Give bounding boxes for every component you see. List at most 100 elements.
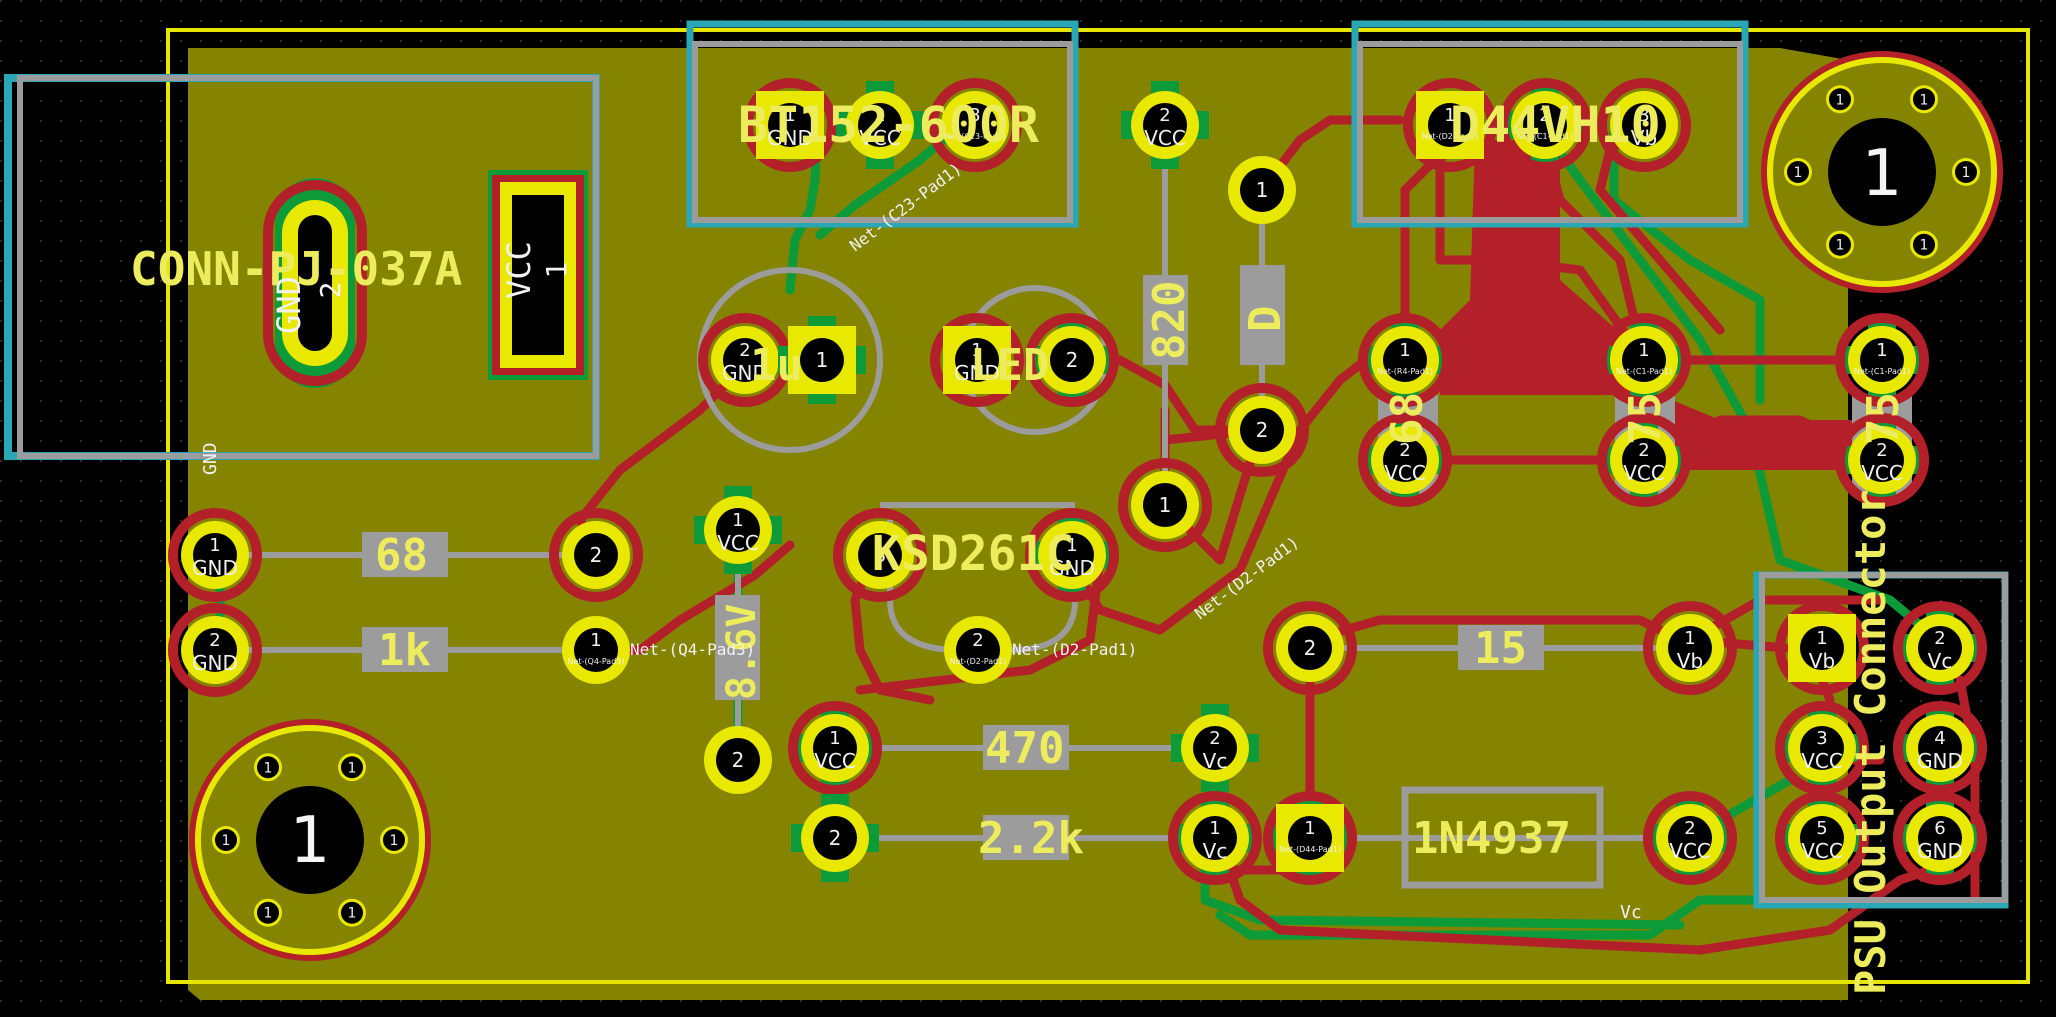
pad-net-name: Net-(D44-Pad1) <box>1279 845 1341 854</box>
pad-net-name: Vc <box>1203 749 1228 773</box>
ref-r15: 15 <box>1474 623 1527 674</box>
pad-12-2[interactable]: 2 <box>791 794 879 882</box>
ref-zener: 8.6V <box>719 604 765 700</box>
pad-number: 2 <box>1209 728 1220 749</box>
conn-vcc-net: VCC <box>500 241 538 299</box>
pad-number: 1 <box>1638 340 1649 361</box>
ref-r1k: 1k <box>378 625 431 676</box>
pad-13-1[interactable]: 1Vb <box>1643 601 1737 695</box>
mh-tr-label: 1 <box>1862 137 1903 211</box>
pad-number: 3 <box>874 543 887 567</box>
mh-pad: 1 <box>254 753 282 782</box>
pad-net-name: VCC <box>717 531 759 555</box>
pad-number: 2 <box>732 748 745 772</box>
ref-r75b: 75 <box>1858 392 1909 445</box>
pad-number: 2 <box>829 826 842 850</box>
pad-number: 5 <box>1816 818 1827 839</box>
pad-number: 6 <box>1934 818 1945 839</box>
pad-net-name: VCC <box>1623 461 1665 485</box>
conn-gnd-num: 2 <box>314 282 347 299</box>
pad-net-name: Net-(R4-Pad1) <box>1377 367 1433 376</box>
pad-net-name: GND <box>1917 749 1963 773</box>
pad-7-2[interactable]: 2 <box>549 508 643 602</box>
svg-text:1: 1 <box>1794 165 1803 181</box>
through-hole-pads: 1GND2VCC3Net-(C23-Pad1)1Net-(D2-Pad1)2Ne… <box>168 78 1987 885</box>
pad-13-2[interactable]: 2 <box>1263 601 1357 695</box>
pad-number: 3 <box>969 105 980 126</box>
pad-18-1[interactable]: 1Vb <box>1775 601 1869 695</box>
mh-pad: 1 <box>1784 158 1812 186</box>
psu-fab <box>1759 572 2008 903</box>
svg-text:1: 1 <box>1962 165 1971 181</box>
mh-pad: 1 <box>380 826 408 854</box>
pad-18-2[interactable]: 2Vc <box>1893 601 1987 695</box>
pad-number: 1 <box>209 535 220 556</box>
pad-6-2[interactable]: 2 <box>1215 383 1309 477</box>
pad-net-name: Net-(C1-Pad1) <box>1517 132 1573 141</box>
mh-pad: 1 <box>254 898 282 927</box>
ref-d: D <box>1240 306 1291 333</box>
pad-number: 1 <box>1444 105 1455 126</box>
pad-number: 4 <box>1934 728 1945 749</box>
mounting-hole-bottom-left[interactable] <box>189 719 431 961</box>
gnd-vertical-label: GND <box>200 442 221 475</box>
ref-d44: D44VH10 <box>1450 96 1661 154</box>
pad-6-1[interactable]: 1 <box>1228 156 1296 224</box>
pad-10-3[interactable]: 3 <box>833 508 927 602</box>
pad-number: 1 <box>590 630 601 651</box>
conn-vcc-hole <box>512 195 564 355</box>
pad-11-2[interactable]: 2Vc <box>1171 704 1259 792</box>
pad-number: 2 <box>1638 440 1649 461</box>
svg-text:1: 1 <box>222 833 231 849</box>
svg-text:1: 1 <box>390 833 399 849</box>
pad-number: 1 <box>1876 340 1887 361</box>
ref-ksd: KSD261C <box>872 526 1074 582</box>
ref-1u: 1u <box>750 340 803 391</box>
pad-net-name: Vc <box>1928 649 1953 673</box>
pad-12-1[interactable]: 1Vc <box>1168 791 1262 885</box>
pad-5-1[interactable]: 1 <box>1118 458 1212 552</box>
pad-net-name: Vb <box>1809 649 1835 673</box>
ref-r2k2: 2.2k <box>978 813 1084 864</box>
pad-4-2[interactable]: 2 <box>1025 313 1119 407</box>
ref-psu-connector: PSU Output Connector <box>1846 489 1895 995</box>
r-1k-body <box>362 627 448 672</box>
mounting-hole-top-right[interactable] <box>1761 51 2003 293</box>
pad-9-2[interactable]: 2 <box>704 726 772 794</box>
pad-number: 2 <box>1304 636 1317 660</box>
pad-2-3[interactable]: 3Vb <box>1597 78 1691 172</box>
ref-r68b: 68 <box>1382 392 1433 445</box>
pad-number: 3 <box>1816 728 1827 749</box>
component-outlines <box>4 20 2009 909</box>
pad-3-1[interactable]: 1 <box>778 316 866 404</box>
